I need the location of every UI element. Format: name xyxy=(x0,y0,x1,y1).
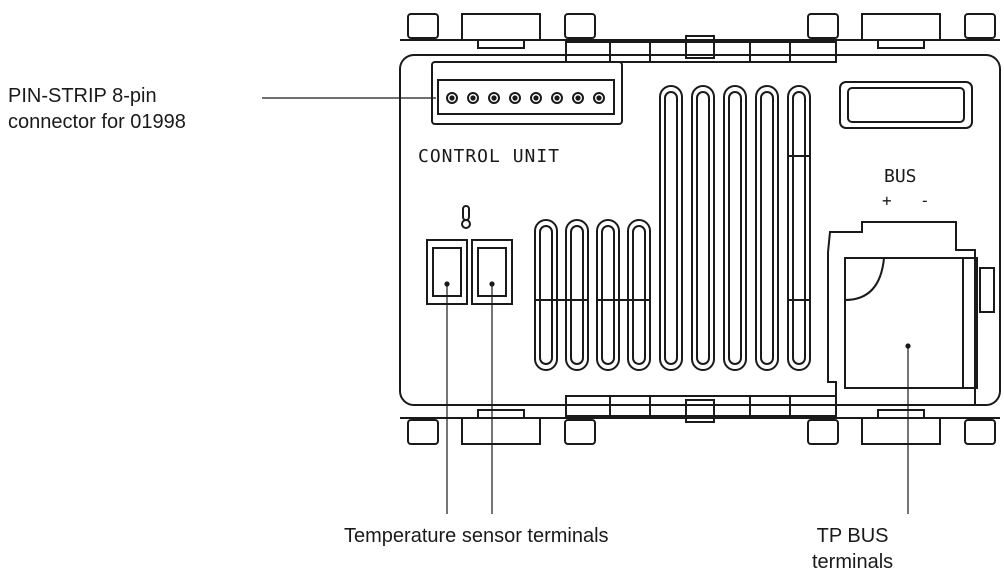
connector-pin xyxy=(446,92,458,104)
temp-sensor-callout: Temperature sensor terminals xyxy=(344,523,609,549)
connector-pin xyxy=(467,92,479,104)
bus-plus-label: + xyxy=(882,191,892,210)
device-body xyxy=(399,54,1001,406)
tp-bus-callout-line-2: terminals xyxy=(812,551,894,573)
bottom-mounting-tabs xyxy=(400,395,1000,445)
vent-slots-short xyxy=(534,219,651,371)
connector-pin-center xyxy=(533,95,539,101)
connector-pin-center xyxy=(596,95,602,101)
control-unit-label: CONTROL UNIT xyxy=(418,146,560,167)
bus-minus-label: - xyxy=(920,191,930,210)
top-mounting-tabs xyxy=(400,13,1000,63)
connector-pin xyxy=(572,92,584,104)
connector-pin-center xyxy=(512,95,518,101)
tp-bus-callout: TP BUS terminals xyxy=(812,523,893,575)
pin-strip-callout: PIN-STRIP 8-pin connector for 01998 xyxy=(8,83,186,135)
bus-label: BUS xyxy=(884,166,917,187)
connector-pin xyxy=(593,92,605,104)
pin-strip-connector xyxy=(431,61,623,125)
tp-bus-dot xyxy=(905,343,911,349)
connector-pin-center xyxy=(575,95,581,101)
connector-pin xyxy=(551,92,563,104)
temp-sensor-dot-right xyxy=(489,281,495,287)
connector-pin-center xyxy=(554,95,560,101)
tp-bus-terminal-block xyxy=(827,221,995,406)
temp-sensor-dot-left xyxy=(444,281,450,287)
connector-pin-center xyxy=(491,95,497,101)
temperature-sensor-terminals xyxy=(426,239,513,305)
pin-strip-callout-line-2: connector for 01998 xyxy=(8,111,186,133)
pin-strip-callout-line-1: PIN-STRIP 8-pin xyxy=(8,85,157,107)
tp-bus-callout-line-1: TP BUS xyxy=(816,525,889,547)
thermometer-icon xyxy=(461,205,471,229)
connector-pin-center xyxy=(470,95,476,101)
temp-sensor-callout-text: Temperature sensor terminals xyxy=(344,525,609,547)
connector-pin-center xyxy=(449,95,455,101)
vent-slots-tall xyxy=(659,85,811,371)
connector-pin xyxy=(509,92,521,104)
top-right-slot xyxy=(839,81,973,129)
connector-pin xyxy=(530,92,542,104)
connector-pin xyxy=(488,92,500,104)
